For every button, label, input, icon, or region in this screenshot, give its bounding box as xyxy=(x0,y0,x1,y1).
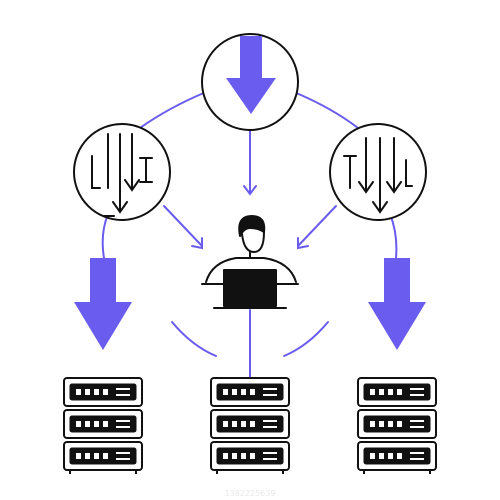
connector-lines xyxy=(101,91,398,379)
server-unit xyxy=(357,377,437,407)
multiple-down-arrows-icon xyxy=(91,133,153,217)
right-arrows-circle xyxy=(329,123,427,221)
server-rack-icon xyxy=(210,377,290,474)
server-unit xyxy=(63,441,143,471)
person-face xyxy=(241,231,265,253)
watermark-id: 1382225639 xyxy=(225,489,276,498)
connector-top-to-person-head xyxy=(243,185,257,196)
server-unit xyxy=(357,409,437,439)
person-hair xyxy=(238,215,266,237)
connector-top-to-right xyxy=(293,91,359,129)
connector-right-to-person xyxy=(297,205,337,247)
laptop xyxy=(223,269,277,307)
server-racks xyxy=(63,377,437,474)
connector-left-down xyxy=(101,213,109,259)
server-unit xyxy=(63,377,143,407)
left-arrows-circle xyxy=(73,123,171,221)
left-down-arrow-icon xyxy=(74,258,132,350)
server-unit xyxy=(210,409,290,439)
multiple-down-arrows-icon xyxy=(343,137,413,214)
person-at-laptop-icon xyxy=(201,215,299,309)
connector-left-to-person xyxy=(163,205,203,247)
connector-top-to-left xyxy=(139,91,207,129)
connector-right-to-person-head xyxy=(297,237,309,250)
person-body xyxy=(205,257,297,283)
arc-bottom-left xyxy=(171,321,217,357)
server-rack-icon xyxy=(357,377,437,474)
server-rack-icon xyxy=(63,377,143,474)
server-unit xyxy=(210,377,290,407)
server-unit xyxy=(357,441,437,471)
server-unit xyxy=(63,409,143,439)
connector-left-to-person-head xyxy=(191,237,203,250)
connector-right-down xyxy=(389,213,398,259)
right-down-arrow-icon xyxy=(368,258,426,350)
arc-bottom-right xyxy=(283,321,329,357)
top-download-circle xyxy=(201,33,299,131)
server-unit xyxy=(210,441,290,471)
down-arrow-icon xyxy=(226,36,276,114)
